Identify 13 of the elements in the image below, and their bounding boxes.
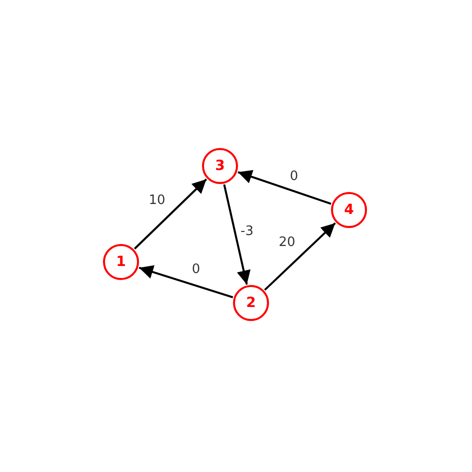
arrow: [134, 178, 208, 250]
arrow: [223, 184, 251, 285]
arrow: [264, 222, 336, 291]
node-circle: [233, 285, 269, 321]
node-number: 2: [246, 295, 256, 311]
node-number: 4: [344, 202, 354, 218]
node-circle: [202, 148, 238, 184]
node-number: 3: [215, 158, 225, 174]
node-circle: [103, 244, 139, 280]
node-circle: [331, 192, 367, 228]
arrow: [238, 170, 332, 205]
arrow: [138, 265, 234, 298]
node-number: 1: [116, 254, 126, 270]
